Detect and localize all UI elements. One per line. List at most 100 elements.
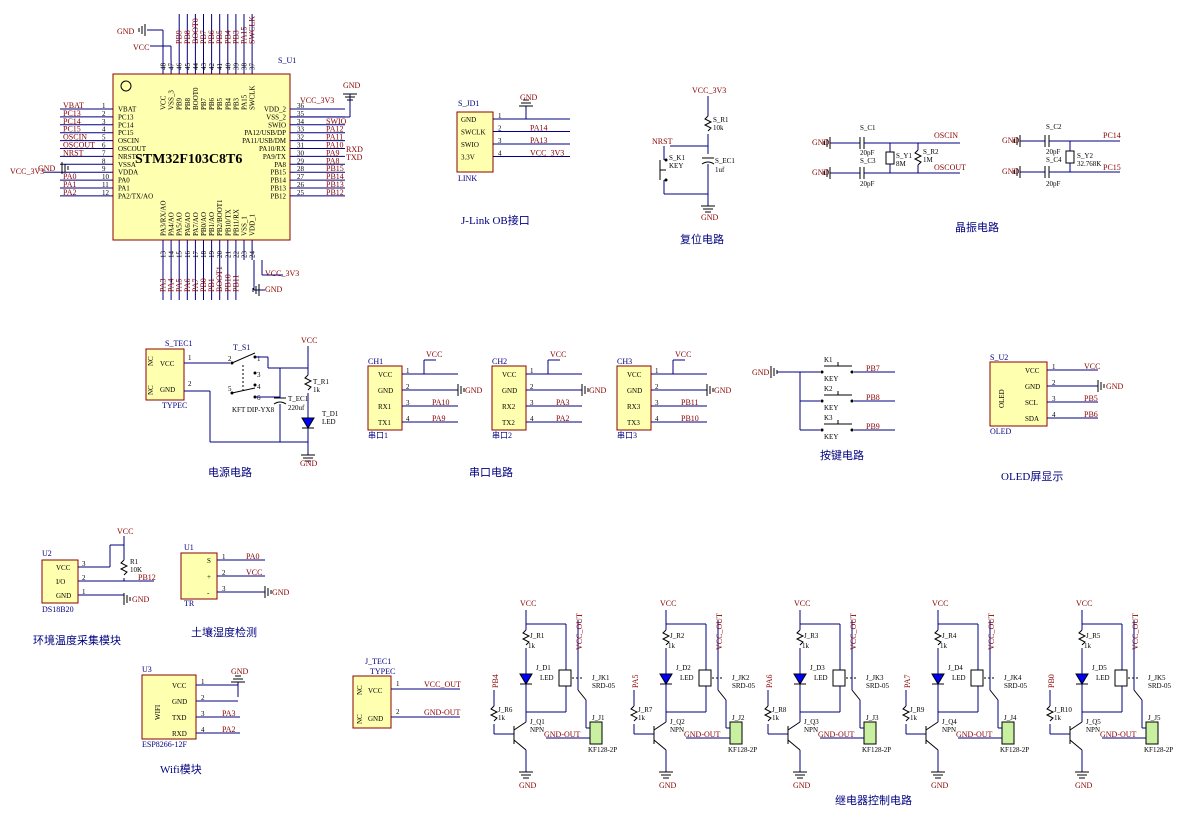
oled-net: PB6: [1084, 410, 1098, 419]
wifi-pin-name: RXD: [172, 730, 187, 738]
relay-r1: [933, 629, 943, 646]
typec2-net1: VCC_OUT: [424, 680, 461, 689]
mcu-left-pin-name: VDDA: [118, 169, 138, 177]
wifi-pin-name: TXD: [172, 714, 186, 722]
temp-ref: U2: [42, 549, 52, 558]
relay-r2-val: 1k: [1054, 714, 1062, 722]
mcu-top-pin-num: 47: [168, 63, 176, 71]
temp-vcc: VCC: [117, 527, 133, 536]
xtal1-c1-ref: S_C1: [860, 124, 876, 132]
relay-jk-ref: J_JK3: [866, 674, 884, 682]
mcu-top-pin-num: 44: [192, 63, 200, 71]
xtal2-y2-val: 32.768K: [1077, 160, 1101, 168]
mcu-left-net: PC15: [63, 125, 81, 134]
relay-contact: [1133, 689, 1143, 701]
mcu-top-pin-name: PB9: [176, 97, 184, 110]
soil-pin-num: 2: [222, 569, 226, 577]
xtal1-gnd1: GND: [812, 138, 830, 147]
mcu-right-net: PB13: [326, 180, 344, 189]
relay-led-label: LED: [952, 674, 966, 682]
relay-gnd-symbol: [1075, 771, 1089, 779]
reset-block: VCC_3V3 S_R1 10k NRST S_K1 KEY S_EC1 1uf…: [652, 86, 735, 246]
key-ref: K1: [824, 356, 833, 364]
temp-pin-num: 2: [82, 574, 86, 582]
relay-terminal: [1145, 721, 1159, 745]
power-c-ref: T_EC1: [288, 395, 309, 403]
mcu-right-pin-num: 36: [297, 102, 305, 110]
relay-gnd: GND: [931, 781, 949, 790]
mcu-top-net: PB3: [231, 30, 240, 44]
jlink-pin-name: SWCLK: [461, 129, 486, 137]
mcu-txd: TXD: [346, 153, 363, 162]
power-block: S_TEC1 TYPEC VCC GND NC NC 1 2 T_S1 2 1 …: [145, 336, 339, 479]
relay-r2-ref: J_R7: [638, 706, 653, 714]
mcu-bottom-pin-num: 17: [192, 251, 200, 259]
mcu-right-net: PA10: [326, 141, 344, 150]
mcu-right-pin-num: 33: [297, 126, 305, 134]
xtal1-y1-val: 8M: [896, 160, 907, 168]
relay-conn: KF128-2P: [588, 746, 617, 754]
relay-coil: [558, 669, 572, 687]
oled-net: PB5: [1084, 394, 1098, 403]
uart-gnd: GND: [465, 386, 483, 395]
mcu-top-pin-num: 45: [184, 63, 192, 71]
relay-conn: KF128-2P: [1000, 746, 1029, 754]
mcu-right-pin-name: SWIO: [268, 121, 286, 129]
relay-terminal: [589, 721, 603, 745]
wifi-ref: U3: [142, 665, 152, 674]
mcu-left-pin-name: VSSA: [118, 161, 136, 169]
uart-pin-num: 2: [406, 383, 410, 391]
xtal2-gnd2: GND: [1002, 167, 1020, 176]
relay-terminal: [1001, 721, 1015, 745]
relay-model: SRD-05: [592, 682, 615, 690]
uart-body: [616, 365, 652, 431]
keys-gnd: GND: [752, 368, 770, 377]
mcu-top-pin-name: VSS_3: [168, 90, 176, 110]
temp-r-val: 10K: [130, 566, 142, 574]
mcu-pin1-marker: [120, 80, 132, 92]
mcu-left-pin-name: OSCOUT: [118, 145, 147, 153]
mcu-top-pin-name: PB5: [216, 97, 224, 110]
oled-pin-num: 2: [1052, 379, 1056, 387]
oled-pin-name: SDA: [1025, 415, 1039, 423]
relay-q-type: NPN: [1086, 726, 1100, 734]
mcu-bottom-gnd: GND: [265, 285, 283, 294]
mcu-left-pin-num: 9: [102, 165, 106, 173]
temp-r-ref: R1: [130, 558, 139, 566]
power-ref: S_TEC1: [165, 339, 193, 348]
relay-contact: [577, 689, 587, 701]
mcu-left-pin-name: PA0: [118, 177, 130, 185]
relay-j-ref: J_J3: [866, 714, 879, 722]
relay-vcc-out: VCC_OUT: [987, 613, 996, 650]
jlink-net: PA13: [530, 136, 548, 145]
mcu-bottom-pin-name: PB2/BOOT1: [216, 199, 224, 236]
relay-vcc: VCC: [794, 599, 810, 608]
relay-led-label: LED: [1096, 674, 1110, 682]
relay-gnd-symbol: [519, 771, 533, 779]
mcu-top-net: PB7: [199, 30, 208, 44]
relay-q-type: NPN: [530, 726, 544, 734]
soil-net: GND: [272, 588, 290, 597]
mcu-right-pin-num: 31: [297, 142, 305, 150]
relay-model: SRD-05: [1004, 682, 1027, 690]
mcu-left-pin-num: 3: [102, 118, 106, 126]
relay-r1: [795, 629, 805, 646]
mcu-right-pin-num: 35: [297, 110, 305, 118]
relay-input: PB0: [1047, 674, 1056, 688]
typec2-body: [352, 675, 392, 729]
wifi-pin-name: VCC: [172, 682, 187, 690]
oled-gnd-symbol: [1097, 380, 1105, 392]
mcu-top-pin-name: PB8: [184, 97, 192, 110]
oled-net: VCC: [1084, 362, 1100, 371]
mcu-bottom-net: PB10: [223, 274, 232, 292]
wifi-net: PA3: [222, 709, 236, 718]
relay-model: SRD-05: [1148, 682, 1171, 690]
relay-r2-ref: J_R9: [910, 706, 925, 714]
wifi-pin-num: 4: [201, 726, 205, 734]
temp-pin-num: 1: [82, 588, 86, 596]
mcu-top-net: SWCLK: [248, 16, 257, 44]
mcu-left-net: PA2: [63, 188, 77, 197]
mcu-rxd: RXD: [346, 145, 363, 154]
